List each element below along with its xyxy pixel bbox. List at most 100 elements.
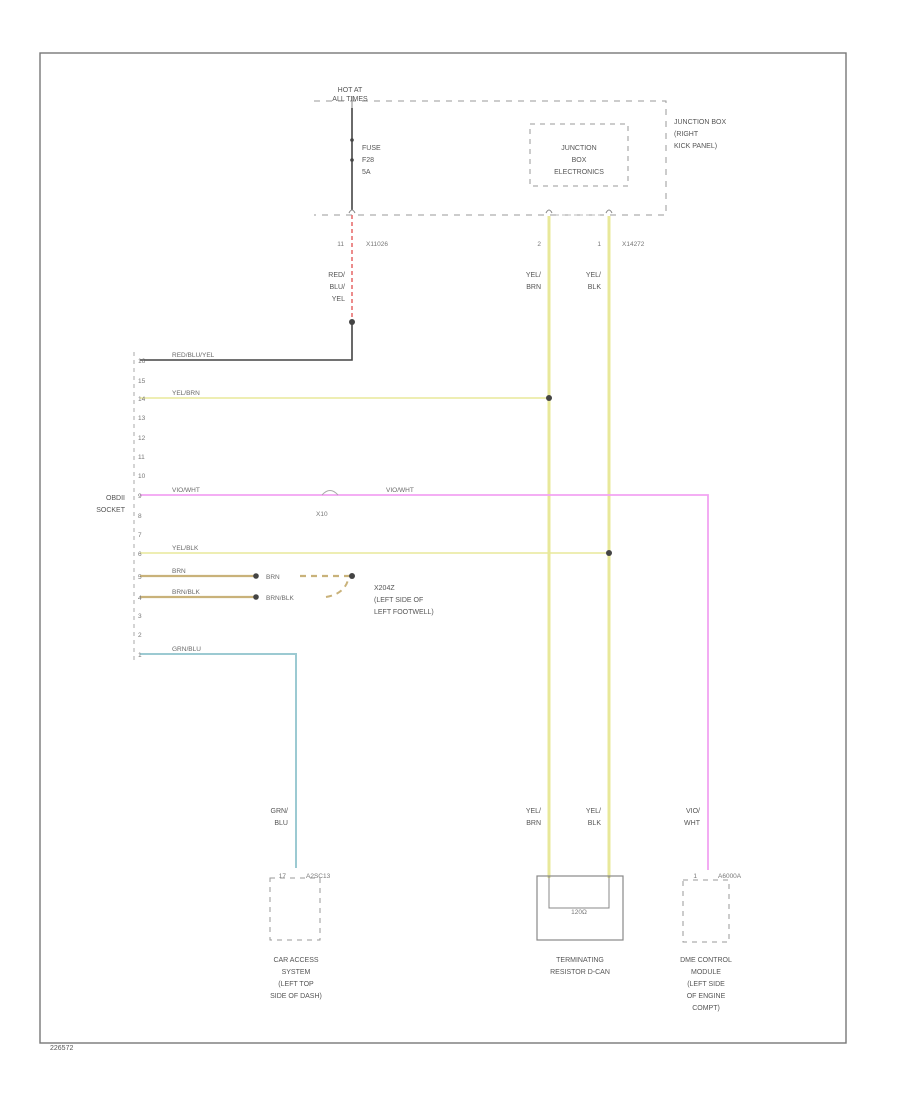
obd-pin-9: 9 [138, 493, 142, 500]
power-feed [140, 96, 356, 361]
red-wire-label-3: YEL [332, 296, 345, 303]
ground-label-3: LEFT FOOTWELL) [374, 609, 434, 616]
jb-label-1: JUNCTION [561, 145, 596, 152]
dme-label-3: (LEFT SIDE [687, 981, 725, 988]
red-wire-label-2: BLU/ [329, 284, 345, 291]
dme-pin: 1 [693, 873, 697, 880]
junction-box-electronics [529, 123, 629, 187]
dme-wire-label-2: WHT [684, 820, 701, 827]
obd-pin-8: 8 [138, 513, 142, 520]
obd-socket-label-2: SOCKET [96, 507, 126, 514]
obd-pin-1: 1 [138, 652, 142, 659]
obd-pin-15: 15 [138, 378, 146, 385]
fuse-number: F28 [362, 157, 374, 164]
obd-socket-label-1: OBDII [106, 495, 125, 502]
junction-box-region [314, 100, 667, 216]
cas-wire-label-2: BLU [274, 820, 288, 827]
jb-pin-b: 1 [597, 241, 601, 248]
jb-panel-3: KICK PANEL) [674, 143, 717, 150]
jb-connector: X14272 [622, 241, 645, 248]
grn-blu-wire [140, 653, 297, 868]
pin6-wire-label: YEL/BLK [172, 545, 199, 552]
splice-x10-label: X10 [316, 511, 328, 518]
ground-label-2: (LEFT SIDE OF [374, 597, 423, 604]
obd-pin-11: 11 [138, 454, 145, 461]
splice-right-wire-label: VIO/WHT [386, 487, 414, 494]
dme-connector: A6000A [718, 873, 742, 880]
fuse-terminal-top [350, 138, 354, 142]
diagram-frame [39, 52, 847, 1044]
obd-pin-4: 4 [138, 595, 142, 602]
diagram-code: 226572 [50, 1045, 73, 1052]
res-wire-b-2: BLK [588, 820, 602, 827]
cas-label-1: CAR ACCESS [273, 957, 318, 964]
jb-wire-a-1: YEL/ [526, 272, 541, 279]
jb-wire-a-2: BRN [526, 284, 541, 291]
fuse-terminal-bottom [350, 158, 354, 162]
fuse-pin: 11 [337, 241, 344, 248]
resistor-label-2: RESISTOR D-CAN [550, 969, 610, 976]
pin5-wire-label: BRN [172, 568, 186, 575]
ground-point [349, 573, 355, 579]
fuse-rating: 5A [362, 169, 371, 176]
yel-brn-splice [546, 395, 552, 401]
dme-label-1: DME CONTROL [680, 957, 732, 964]
ground-wires [140, 573, 355, 600]
violet-wire [140, 490, 709, 870]
can-bus-wires [140, 209, 613, 878]
pin4-wire-label: BRN/BLK [172, 589, 200, 596]
obd-pin-13: 13 [138, 415, 146, 422]
pin16-wire-label: RED/BLU/YEL [172, 352, 215, 359]
res-wire-a-2: BRN [526, 820, 541, 827]
jb-label-2: BOX [572, 157, 587, 164]
car-access-system-box [269, 877, 321, 941]
jb-label-3: ELECTRONICS [554, 169, 604, 176]
resistor-loop [548, 876, 610, 909]
ground-label-1: X204Z [374, 585, 395, 592]
fuse-label: FUSE [362, 145, 381, 152]
resistor-label-1: TERMINATING [556, 957, 604, 964]
vio-wht-wire [140, 494, 709, 870]
obd-pin-7: 7 [138, 532, 142, 539]
fuse-connector: X11026 [366, 241, 388, 248]
cas-wire-label-1: GRN/ [271, 808, 289, 815]
dme-wire-label-1: VIO/ [686, 808, 700, 815]
all-times-label: ALL TIMES [332, 96, 368, 103]
res-wire-a-1: YEL/ [526, 808, 541, 815]
resistor-inner-label: 120Ω [571, 909, 587, 916]
obd-pin-2: 2 [138, 632, 142, 639]
cas-connector: A2SC13 [306, 873, 331, 880]
cas-pin: 17 [279, 873, 287, 880]
terminating-resistor-box [536, 875, 624, 941]
jb-wire-b-1: YEL/ [586, 272, 601, 279]
ground-wire-a-label: BRN [266, 574, 280, 581]
hot-at-label: HOT AT [338, 87, 363, 94]
pin1-wire-label: GRN/BLU [172, 646, 201, 653]
obd-pin-3: 3 [138, 613, 142, 620]
obd-pin-10: 10 [138, 473, 146, 480]
obd-pin-list: 16 15 14 13 12 11 10 9 8 7 6 5 4 3 2 1 [138, 358, 146, 659]
dme-label-4: OF ENGINE [687, 993, 726, 1000]
pin16-wire [140, 322, 353, 361]
cas-label-2: SYSTEM [282, 969, 311, 976]
jb-panel-1: JUNCTION BOX [674, 119, 726, 126]
obd-pin-6: 6 [138, 551, 142, 558]
red-wire-label-1: RED/ [328, 272, 345, 279]
dme-label-5: COMPT) [692, 1005, 720, 1012]
pin9-wire-label: VIO/WHT [172, 487, 200, 494]
obd-pin-12: 12 [138, 435, 146, 442]
obd-pin-14: 14 [138, 396, 146, 403]
obd-pin-16: 16 [138, 358, 146, 365]
jb-panel-2: (RIGHT [674, 131, 699, 138]
dme-label-2: MODULE [691, 969, 721, 976]
ground-wire-b-label: BRN/BLK [266, 595, 294, 602]
jb-wire-b-2: BLK [588, 284, 602, 291]
cas-label-4: SIDE OF DASH) [270, 993, 322, 1000]
pin14-wire-label: YEL/BRN [172, 390, 200, 397]
obd-pin-5: 5 [138, 574, 142, 581]
jb-pin-a: 2 [537, 241, 541, 248]
splice-x10-symbol [321, 490, 339, 496]
dme-control-module-box [682, 879, 730, 943]
yel-blk-splice [606, 550, 612, 556]
